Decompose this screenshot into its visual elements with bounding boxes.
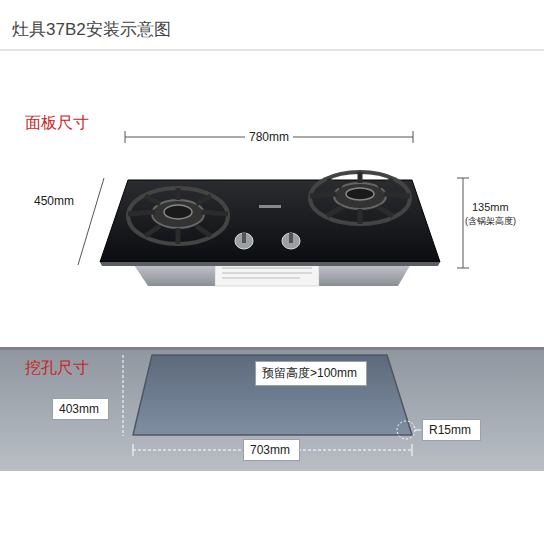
dimension-text: R15mm [429,423,474,437]
dimension-label: 780mm [245,130,293,144]
dimension-note: (含锅架高度) [465,215,516,228]
dimension-box: R15mm [422,419,481,441]
dimension-box: 预留高度>100mm [255,361,367,386]
dimension-box: 403mm [52,398,109,420]
section-heading: 挖孔尺寸 [25,358,89,379]
dimension-text: 703mm [250,443,293,457]
dimension-label: 135mm [472,201,509,213]
dimension-text: 预留高度>100mm [262,365,360,382]
dimension-label: 450mm [34,194,74,208]
section-heading: 面板尺寸 [25,113,89,134]
dimension-text: 403mm [59,402,102,416]
dimension-box: 703mm [243,439,300,461]
diagram-title: 灶具37B2安装示意图 [12,18,171,41]
